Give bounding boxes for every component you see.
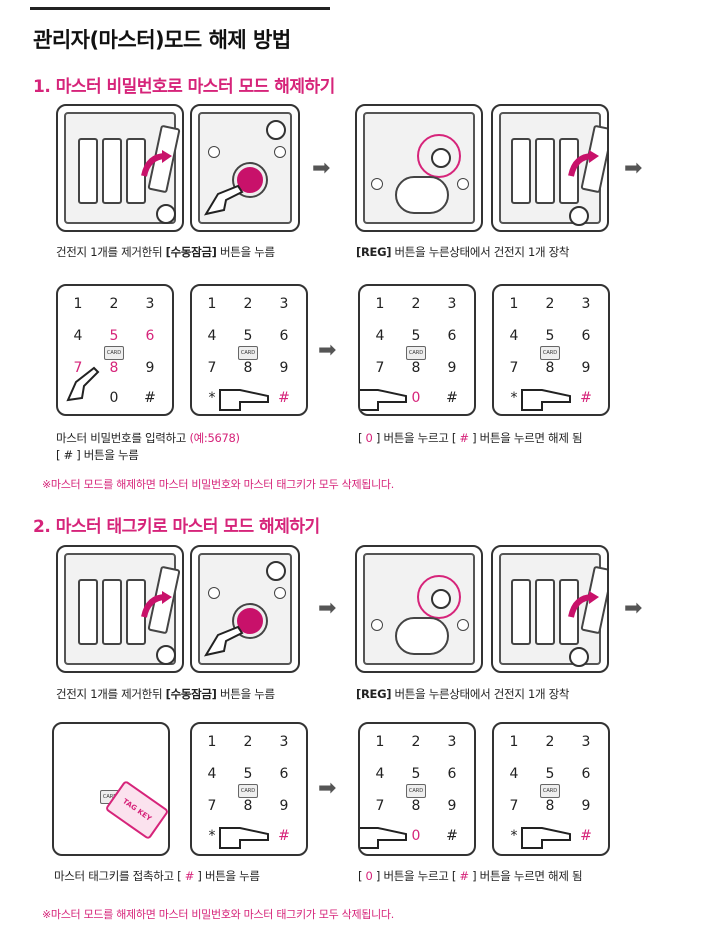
battery-insert-illustration [491, 545, 609, 673]
reg-button-illustration [355, 104, 483, 232]
manual-lock-button-illustration [190, 104, 300, 232]
card-icon: CARD [406, 784, 426, 798]
next-arrow-icon: ➡ [318, 338, 337, 363]
manual-lock-button-illustration [190, 545, 300, 673]
keypad-zero-press: 1 2 3 4 5 6 7 8 9 0 # CARD [358, 284, 476, 416]
pointing-hand-icon [203, 625, 244, 657]
section1-note: ※마스터 모드를 해제하면 마스터 비밀번호와 마스터 태그키가 모두 삭제됩니… [42, 478, 394, 491]
step3-caption: 마스터 태그키를 접촉하고 [ # ] 버튼을 누름 [54, 869, 260, 883]
keypad-hash-press: 1 2 3 4 5 6 7 8 9 * # CARD [190, 722, 308, 856]
section2-title: 2. 마스터 태그키로 마스터 모드 해제하기 [33, 517, 320, 537]
pointing-hand-icon [66, 366, 100, 402]
battery-remove-illustration [56, 545, 184, 673]
next-arrow-icon: ➡ [312, 156, 331, 181]
step3-caption-line2: [ # ] 버튼을 누름 [56, 448, 139, 462]
curved-arrow-icon [141, 591, 172, 618]
curved-arrow-icon [568, 591, 599, 618]
step3-caption-line1: 마스터 비밀번호를 입력하고 (예:5678) [56, 431, 240, 445]
card-icon: CARD [238, 346, 258, 360]
card-icon: CARD [238, 784, 258, 798]
title-rule [30, 7, 330, 10]
next-arrow-icon: ➡ [318, 776, 337, 801]
step1-caption: 건전지 1개를 제거한뒤 [수동잠금] 버튼을 누름 [56, 245, 275, 259]
card-icon: CARD [406, 346, 426, 360]
card-icon: CARD [540, 784, 560, 798]
next-arrow-icon: ➡ [318, 596, 337, 621]
battery-remove-illustration [56, 104, 184, 232]
step2-caption: [REG] 버튼을 누른상태에서 건전지 1개 장착 [356, 245, 570, 259]
tag-key-illustration: CARD TAG KEY [52, 722, 170, 856]
pointing-hand-icon [360, 389, 407, 411]
curved-arrow-icon [141, 150, 172, 177]
keypad-hash-press: 1 2 3 4 5 6 7 8 9 * # CARD [492, 722, 610, 856]
pointing-hand-icon [203, 184, 244, 216]
keypad-hash-press: 1 2 3 4 5 6 7 8 9 * # CARD [190, 284, 308, 416]
section2-note: ※마스터 모드를 해제하면 마스터 비밀번호와 마스터 태그키가 모두 삭제됩니… [42, 908, 394, 921]
battery-insert-illustration [491, 104, 609, 232]
step1-caption: 건전지 1개를 제거한뒤 [수동잠금] 버튼을 누름 [56, 687, 275, 701]
section1-title: 1. 마스터 비밀번호로 마스터 모드 해제하기 [33, 77, 335, 97]
keypad-hash-press: 1 2 3 4 5 6 7 8 9 * # CARD [492, 284, 610, 416]
keypad-password-entry: 1 2 3 4 5 6 7 8 9 0 # CARD [56, 284, 174, 416]
card-icon: CARD [540, 346, 560, 360]
pointing-hand-icon [521, 389, 571, 411]
pointing-hand-icon [360, 827, 407, 849]
keypad-zero-press: 1 2 3 4 5 6 7 8 9 0 # CARD [358, 722, 476, 856]
pointing-hand-icon [521, 827, 571, 849]
next-arrow-icon: ➡ [624, 596, 643, 621]
next-arrow-icon: ➡ [624, 156, 643, 181]
pointing-hand-icon [219, 827, 269, 849]
step2-caption: [REG] 버튼을 누른상태에서 건전지 1개 장착 [356, 687, 570, 701]
step4-caption: [ 0 ] 버튼을 누르고 [ # ] 버튼을 누르면 해제 됨 [358, 431, 583, 445]
reg-button-illustration [355, 545, 483, 673]
card-icon: CARD [104, 346, 124, 360]
step4-caption: [ 0 ] 버튼을 누르고 [ # ] 버튼을 누르면 해제 됨 [358, 869, 583, 883]
page-title: 관리자(마스터)모드 해제 방법 [33, 28, 291, 52]
pointing-hand-icon [219, 389, 269, 411]
tag-key-card: TAG KEY [104, 779, 168, 841]
curved-arrow-icon [568, 150, 599, 177]
